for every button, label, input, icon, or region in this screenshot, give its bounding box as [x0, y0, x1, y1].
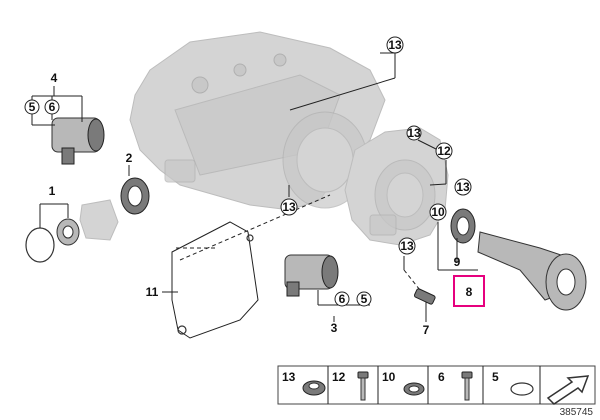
callout-6-lower: 6: [334, 291, 350, 307]
svg-text:1: 1: [49, 184, 56, 198]
callout-2: 2: [126, 151, 133, 165]
callout-8-highlighted: 8: [453, 275, 485, 307]
callout-4: 4: [51, 71, 58, 85]
gasket-bolt-hole: [246, 234, 254, 242]
differential-housing-ghost: [129, 31, 386, 211]
svg-text:13: 13: [282, 370, 296, 384]
svg-text:3: 3: [331, 321, 338, 335]
actuator-part-3: [284, 254, 339, 297]
callout-13-lower: 13: [398, 237, 416, 255]
callout-13-housing: 13: [280, 198, 298, 216]
actuator-part-4: [51, 117, 105, 165]
svg-text:5: 5: [361, 292, 368, 306]
svg-text:2: 2: [126, 151, 133, 165]
svg-text:4: 4: [51, 71, 58, 85]
output-shaft-part-8: [477, 231, 587, 311]
o-ring-part-1: [25, 227, 55, 263]
svg-text:6: 6: [438, 370, 445, 384]
callout-6-upper: 6: [44, 99, 60, 115]
svg-text:13: 13: [407, 126, 421, 140]
diagram-id: 385745: [560, 407, 594, 418]
callout-10: 10: [429, 203, 447, 221]
side-cover-ghost: [344, 127, 449, 246]
svg-text:6: 6: [49, 100, 56, 114]
parts-legend: 13 12 10 6 5: [277, 365, 596, 405]
legend-item-6: 6: [438, 370, 473, 401]
direction-arrow-icon: [546, 375, 590, 405]
callout-3: 3: [331, 321, 338, 335]
callout-12: 12: [435, 142, 453, 160]
seal-ring-part-2: [120, 177, 150, 215]
callout-9: 9: [454, 255, 461, 269]
svg-text:5: 5: [29, 100, 36, 114]
callout-7: 7: [423, 323, 430, 337]
svg-text:10: 10: [431, 205, 445, 219]
gasket-bolt-hole: [177, 325, 187, 335]
callout-13-cover-right: 13: [454, 178, 472, 196]
svg-text:9: 9: [454, 255, 461, 269]
legend-item-12: 12: [332, 370, 369, 401]
sensor-part-7: [413, 288, 436, 305]
svg-text:10: 10: [382, 370, 396, 384]
bearing-part-1: [56, 218, 80, 246]
svg-text:11: 11: [146, 285, 159, 299]
svg-text:6: 6: [339, 292, 346, 306]
svg-text:13: 13: [400, 239, 414, 253]
svg-text:13: 13: [388, 38, 402, 52]
svg-text:12: 12: [332, 370, 346, 384]
svg-text:12: 12: [437, 144, 451, 158]
callout-11: 11: [146, 285, 159, 299]
svg-text:13: 13: [456, 180, 470, 194]
svg-text:5: 5: [492, 370, 499, 384]
callout-5-upper: 5: [24, 99, 40, 115]
callout-13-top: 13: [386, 36, 404, 54]
legend-item-13: 13: [282, 370, 326, 396]
callout-1: 1: [49, 184, 56, 198]
seal-part-9: [450, 208, 476, 244]
legend-item-5: 5: [492, 370, 534, 396]
gasket-outline: [171, 221, 259, 339]
callout-13-cover-top: 13: [406, 125, 422, 141]
svg-text:13: 13: [282, 200, 296, 214]
svg-text:7: 7: [423, 323, 430, 337]
svg-text:8: 8: [466, 285, 473, 299]
gear-ghost: [79, 199, 119, 241]
legend-item-10: 10: [382, 370, 425, 396]
callout-5-lower: 5: [356, 291, 372, 307]
